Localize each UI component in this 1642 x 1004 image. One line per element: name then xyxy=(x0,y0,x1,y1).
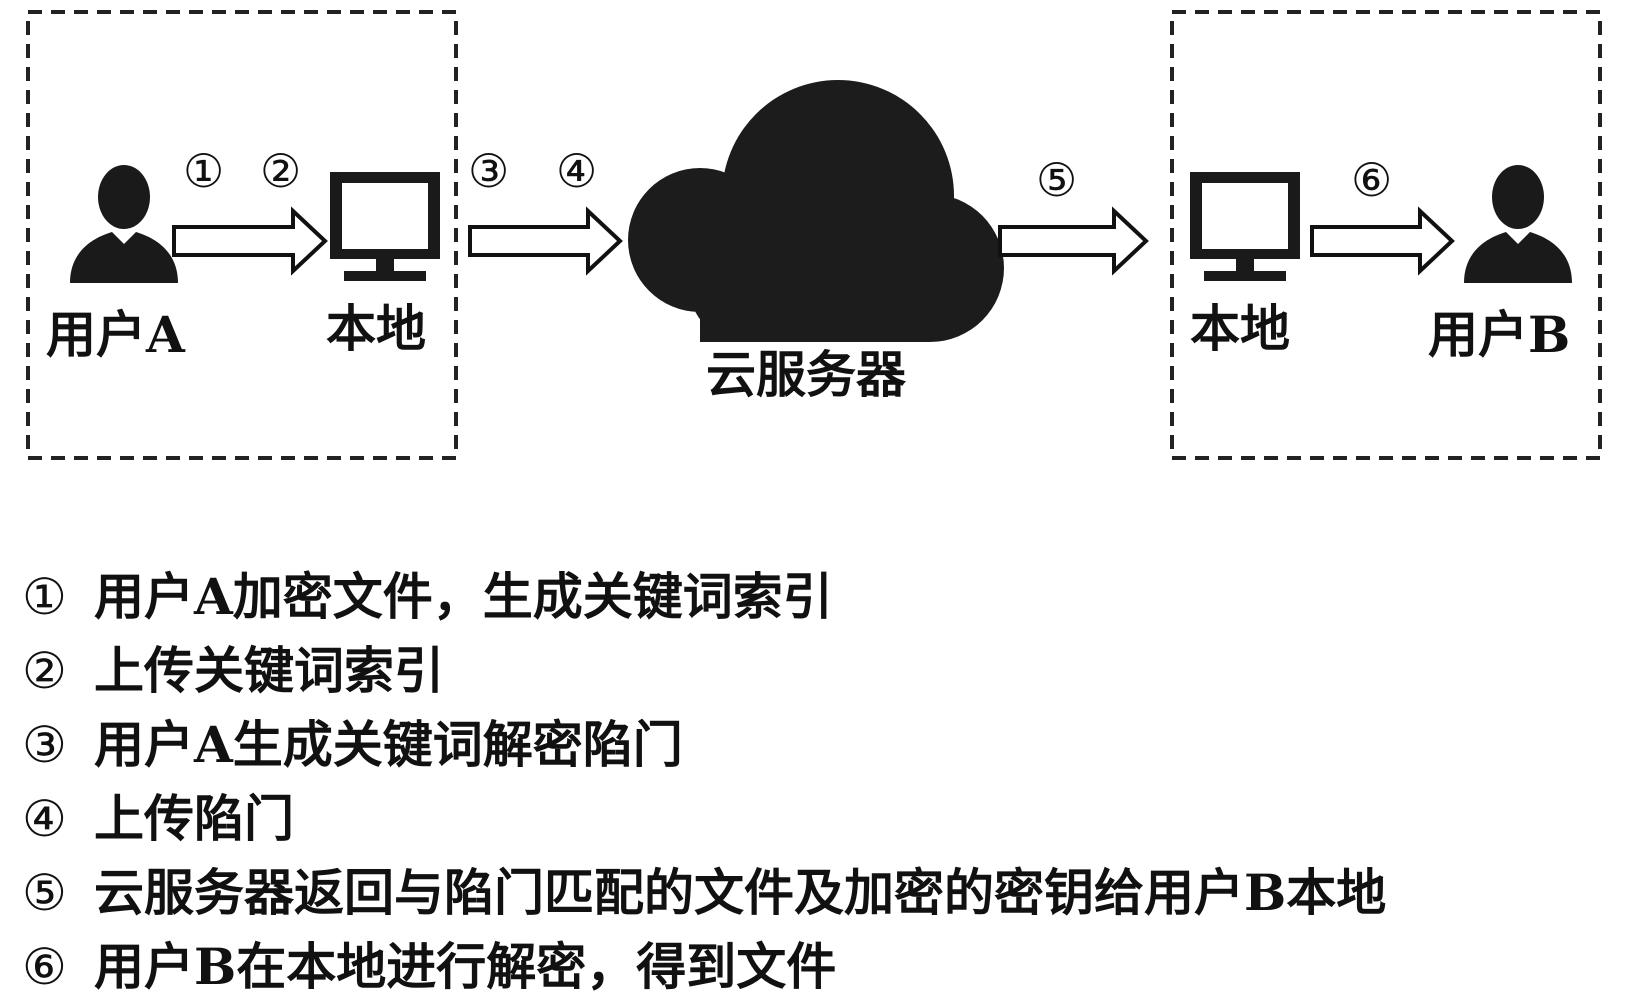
arrow-label-1: ① xyxy=(183,144,225,198)
legend-item-num: ⑥ xyxy=(22,938,67,996)
arrow-label-3: ③ xyxy=(468,144,510,198)
legend-item: ④ 上传陷门 xyxy=(22,782,1386,856)
legend-item: ⑥ 用户B在本地进行解密，得到文件 xyxy=(22,930,1386,1004)
legend-item-text: 上传关键词索引 xyxy=(94,641,444,700)
user-b-label: 用户B xyxy=(1428,305,1571,364)
local-a-label: 本地 xyxy=(326,299,426,358)
computer-a-icon xyxy=(330,172,440,281)
arrow-6 xyxy=(1310,206,1455,276)
user-a-label: 用户A xyxy=(46,305,185,364)
local-group-b-border xyxy=(1170,10,1602,460)
user-a-icon xyxy=(70,165,178,283)
legend-item: ⑤ 云服务器返回与陷门匹配的文件及加密的密钥给用户B本地 xyxy=(22,856,1386,930)
legend-item-num: ① xyxy=(22,568,67,626)
legend-item-num: ⑤ xyxy=(22,864,67,922)
cloud-label: 云服务器 xyxy=(706,345,906,404)
arrow-label-6: ⑥ xyxy=(1351,153,1393,207)
legend-item-text: 用户A加密文件，生成关键词索引 xyxy=(94,567,833,626)
arrow-label-5: ⑤ xyxy=(1036,153,1078,207)
legend-item-text: 用户A生成关键词解密陷门 xyxy=(94,715,683,774)
arrow-1-2 xyxy=(172,206,328,276)
arrow-label-2: ② xyxy=(260,144,302,198)
local-b-label: 本地 xyxy=(1190,299,1290,358)
legend-item-num: ③ xyxy=(22,716,67,774)
legend-item-num: ④ xyxy=(22,790,67,848)
computer-b-icon xyxy=(1190,172,1300,281)
legend-item-text: 用户B在本地进行解密，得到文件 xyxy=(94,937,837,996)
user-b-icon xyxy=(1464,165,1572,283)
legend-item: ① 用户A加密文件，生成关键词索引 xyxy=(22,560,1386,634)
legend-item: ② 上传关键词索引 xyxy=(22,634,1386,708)
legend-item-num: ② xyxy=(22,642,67,700)
local-group-a-border xyxy=(26,10,458,460)
arrow-3-4 xyxy=(468,206,623,276)
cloud-icon xyxy=(628,80,1004,342)
legend-item: ③ 用户A生成关键词解密陷门 xyxy=(22,708,1386,782)
arrow-label-4: ④ xyxy=(556,144,598,198)
legend-item-text: 上传陷门 xyxy=(94,789,294,848)
legend-item-text: 云服务器返回与陷门匹配的文件及加密的密钥给用户B本地 xyxy=(94,863,1387,922)
arrow-5 xyxy=(998,206,1149,276)
